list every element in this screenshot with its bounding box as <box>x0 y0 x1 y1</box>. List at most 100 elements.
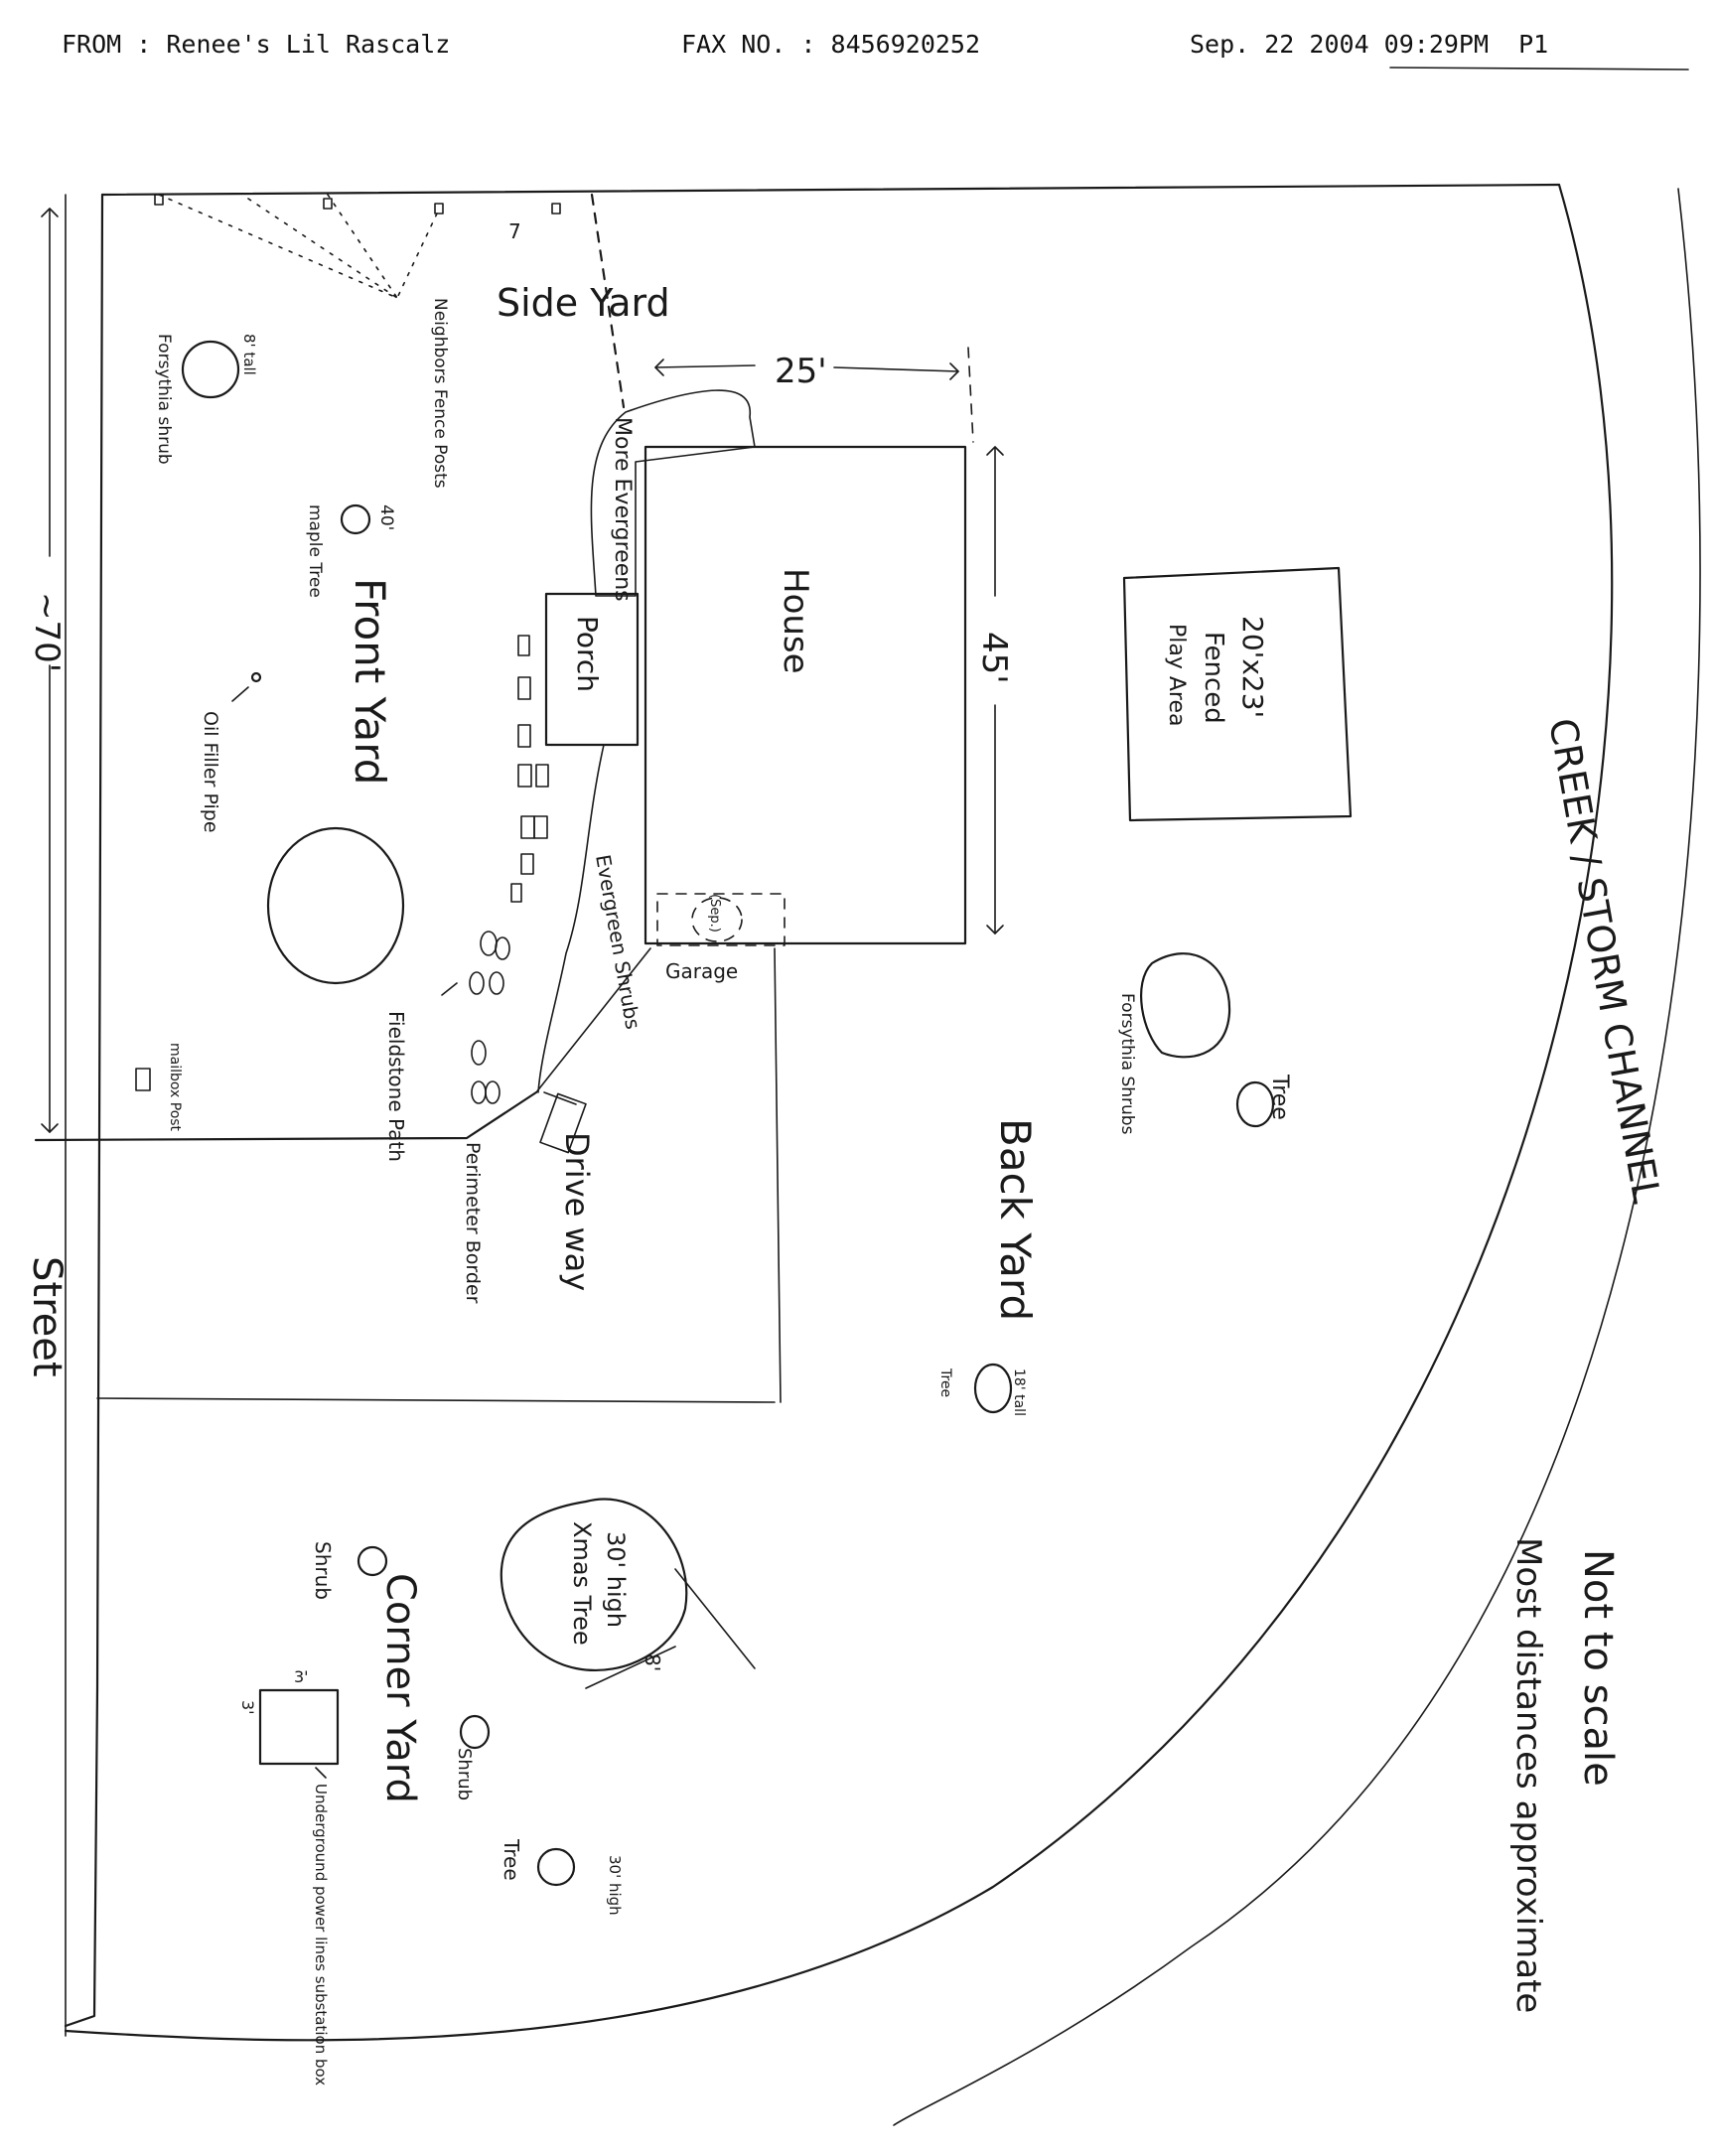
dim-25-line-left <box>654 364 756 368</box>
side-yard-divider <box>590 193 626 409</box>
label-driveway: Drive way <box>558 1132 596 1291</box>
label-corner-yard: Corner Yard <box>377 1573 423 1803</box>
fence-post-line <box>247 198 398 299</box>
fax-from: FROM : Renee's Lil Rascalz <box>62 30 451 59</box>
label-tree-corner-height: 30' high <box>606 1855 624 1916</box>
label-play-area-size: 20'x23' <box>1236 616 1269 718</box>
oil-filler-pipe <box>250 671 262 683</box>
garage <box>656 893 786 946</box>
front-yard-tree <box>266 826 405 985</box>
label-not-to-scale: Not to scale <box>1575 1549 1621 1787</box>
xmas-tree-boundary-line <box>674 1568 756 1669</box>
fence-post <box>323 198 333 210</box>
fence-post <box>551 203 561 215</box>
fieldstone-path <box>469 635 549 1104</box>
mailbox-post <box>135 1068 151 1091</box>
dim-25-arrow-right <box>949 362 959 380</box>
fax-date-page: Sep. 22 2004 09:29PM P1 <box>1190 30 1549 59</box>
label-oil-filler-pipe: Oil Filler Pipe <box>200 711 221 833</box>
creek-inner-edge <box>64 183 1614 2042</box>
driveway-left-line <box>535 947 651 1093</box>
label-distances: Most distances approximate <box>1508 1537 1548 2013</box>
label-tall-8: 8' tall <box>240 334 258 375</box>
dim-25-extension <box>967 347 974 443</box>
xmas-tree <box>500 1498 688 1671</box>
power-box-arrow <box>315 1767 327 1779</box>
label-dim-8: 8' <box>641 1653 664 1671</box>
label-garage: Garage <box>665 959 738 983</box>
label-dim-3-side: 3' <box>238 1700 257 1715</box>
garage-inner <box>691 897 743 942</box>
oil-filler-arrow <box>231 686 249 702</box>
label-dim-3-top: 3' <box>294 1667 309 1686</box>
label-tree-right: Tree <box>1267 1074 1292 1120</box>
fieldstone-arrow <box>441 982 458 996</box>
label-house: House <box>776 568 815 674</box>
label-front-yard: Front Yard <box>346 578 394 785</box>
fence-post-line <box>396 213 438 299</box>
label-shrub-corner: Shrub <box>311 1541 335 1600</box>
header-underline <box>1389 67 1689 71</box>
tree-corner <box>536 1847 576 1887</box>
dim-45-arrow-bottom <box>986 925 1004 934</box>
street-edge-line <box>34 1090 538 1142</box>
creek-outer-edge <box>893 188 1701 2126</box>
label-porch: Porch <box>571 616 604 692</box>
driveway-right-line <box>774 947 782 1403</box>
fence-post-line <box>158 194 398 299</box>
label-play-area-name: Play Area <box>1164 624 1189 727</box>
shrub-small <box>459 1714 491 1750</box>
fax-header: FROM : Renee's Lil Rascalz FAX NO. : 845… <box>0 0 1716 99</box>
dim-8-line <box>585 1646 676 1689</box>
maple-tree <box>340 503 371 535</box>
label-perimeter-border: Perimeter Border <box>462 1142 484 1304</box>
power-substation-box <box>258 1688 340 1766</box>
label-xmas-height: 30' high <box>602 1531 630 1628</box>
porch <box>544 592 640 747</box>
label-more-evergreens: More Evergreens <box>610 417 635 602</box>
forsythia-shrubs-right <box>1140 952 1231 1059</box>
evergreen-shrub-bed <box>537 744 605 1093</box>
label-forsythia-shrub-left: Forsythia shrub <box>154 334 174 465</box>
label-forsythia-shrubs-right: Forsythia Shrubs <box>1117 993 1137 1135</box>
label-creek: CREEK / STORM CHANNEL <box>1540 715 1668 1207</box>
label-shrub-small: Shrub <box>454 1748 475 1800</box>
fax-number: FAX NO. : 8456920252 <box>681 30 981 59</box>
forsythia-shrub-left <box>181 340 240 399</box>
dim-70-arrow-bottom <box>41 1123 59 1133</box>
label-maple-tree: maple Tree <box>305 504 325 598</box>
label-fieldstone-path: Fieldstone Path <box>384 1011 408 1162</box>
perimeter-border-line <box>543 1091 577 1105</box>
label-dim-70: ~70' <box>27 592 67 672</box>
dim-25-line-right <box>833 366 959 372</box>
top-boundary <box>100 183 1561 197</box>
shrub-corner <box>357 1545 388 1577</box>
label-tree-back: Tree <box>937 1367 953 1397</box>
left-boundary <box>64 193 104 2028</box>
label-dim-25: 25' <box>775 352 827 391</box>
house <box>644 445 967 945</box>
tree-right <box>1235 1080 1275 1128</box>
fenced-play-area <box>1122 566 1353 822</box>
label-play-area-fenced: Fenced <box>1199 632 1228 724</box>
dim-25-arrow-left <box>654 359 664 376</box>
perimeter-border-block <box>539 1092 587 1154</box>
label-garage-inner: (Sep.) <box>707 894 722 933</box>
tree-back <box>973 1363 1013 1414</box>
dim-45-arrow-top <box>986 446 1004 456</box>
label-tree-back-height: 18' tall <box>1011 1368 1027 1416</box>
label-back-yard: Back Yard <box>991 1118 1040 1321</box>
label-side-yard: Side Yard <box>497 281 670 325</box>
fence-post-numeral: 7 <box>508 219 521 243</box>
more-evergreens-bed <box>590 389 756 597</box>
label-dim-45: 45' <box>974 632 1014 684</box>
label-tree-corner: Tree <box>500 1838 523 1881</box>
fence-post <box>154 194 164 206</box>
label-evergreen-shrubs: Evergreen Shrubs <box>591 853 645 1032</box>
fence-post <box>434 203 444 215</box>
label-street: Street <box>24 1256 70 1377</box>
label-maple-height: 40' <box>376 504 396 530</box>
label-xmas-tree: Xmas Tree <box>568 1521 596 1646</box>
label-mailbox-post: mailbox Post <box>167 1043 183 1132</box>
